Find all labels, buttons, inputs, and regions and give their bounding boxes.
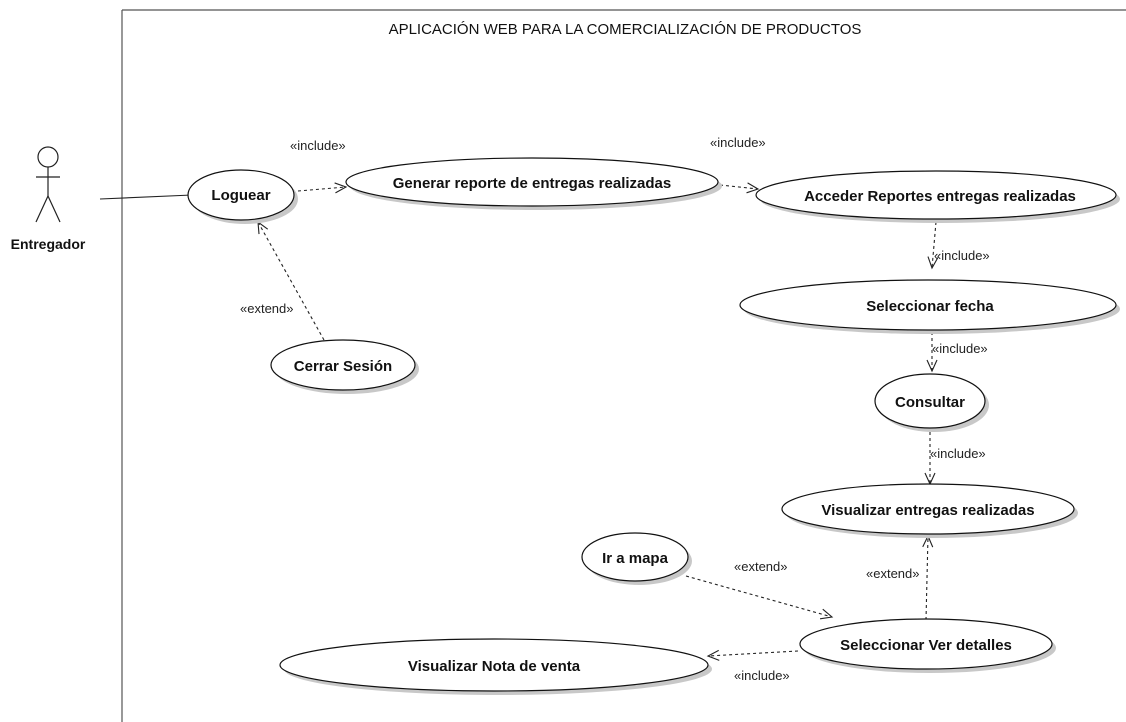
use-case-acceder-reportes: Acceder Reportes entregas realizadas (755, 170, 1120, 223)
use-case-visualizar-entregas: Visualizar entregas realizadas (781, 483, 1078, 538)
use-case-label: Seleccionar Ver detalles (840, 637, 1012, 654)
use-case-cerrar-sesion: Cerrar Sesión (270, 339, 419, 394)
extend-label: «extend» (734, 559, 788, 574)
use-case-seleccionar-fecha: Seleccionar fecha (739, 279, 1120, 334)
association-line (99, 194, 193, 200)
use-case-loguear: Loguear (187, 169, 298, 224)
stick-figure-icon (35, 146, 61, 223)
include-label: «include» (710, 135, 766, 150)
use-case-consultar: Consultar (874, 373, 989, 432)
include-label: «include» (290, 138, 346, 153)
use-case-label: Ir a mapa (602, 550, 669, 567)
relationships (257, 182, 939, 661)
extend-label: «extend» (866, 566, 920, 581)
use-case-generar-reporte: Generar reporte de entregas realizadas (345, 157, 722, 210)
actor-entregador: Entregador (11, 146, 86, 252)
use-case-label: Seleccionar fecha (866, 298, 994, 315)
use-case-visualizar-nota-venta: Visualizar Nota de venta (279, 638, 712, 695)
include-label: «include» (932, 341, 988, 356)
use-case-label: Generar reporte de entregas realizadas (393, 175, 671, 192)
system-boundary (121, 9, 1126, 722)
system-title: APLICACIÓN WEB PARA LA COMERCIALIZACIÓN … (389, 21, 862, 38)
use-case-label: Visualizar Nota de venta (408, 658, 581, 675)
include-label: «include» (734, 668, 790, 683)
use-case-label: Loguear (211, 187, 270, 204)
actor-name: Entregador (11, 236, 86, 252)
use-case-label: Consultar (895, 394, 965, 411)
use-case-label: Cerrar Sesión (294, 358, 392, 375)
include-label: «include» (934, 248, 990, 263)
use-case-label: Visualizar entregas realizadas (821, 502, 1034, 519)
use-case-seleccionar-ver-detalles: Seleccionar Ver detalles (799, 618, 1056, 673)
use-case-ir-a-mapa: Ir a mapa (581, 532, 692, 585)
use-case-label: Acceder Reportes entregas realizadas (804, 188, 1076, 205)
extend-label: «extend» (240, 301, 294, 316)
include-label: «include» (930, 446, 986, 461)
